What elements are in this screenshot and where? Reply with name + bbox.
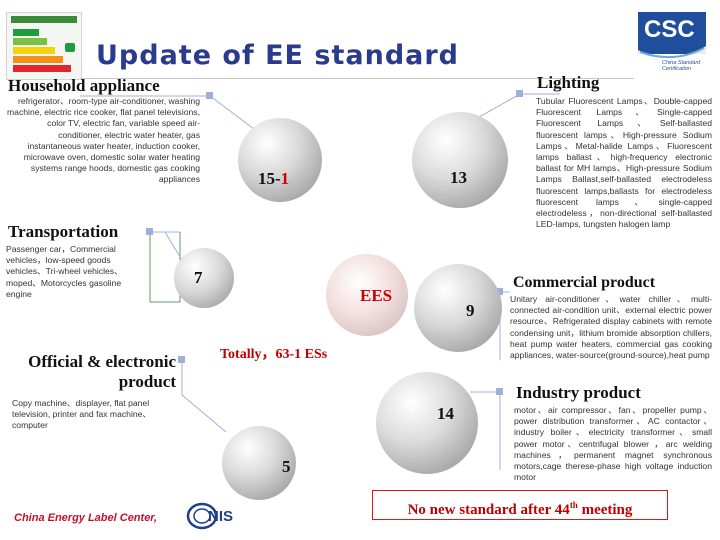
commercial-count: 9 bbox=[466, 301, 475, 320]
marker-square bbox=[178, 356, 185, 363]
marker-square bbox=[206, 92, 213, 99]
notice-box: No new standard after 44th meeting bbox=[372, 490, 668, 520]
industry-circle bbox=[376, 372, 478, 474]
commercial-heading: Commercial product bbox=[513, 274, 656, 291]
industry-heading: Industry product bbox=[516, 383, 641, 402]
transportation-circle bbox=[174, 248, 234, 308]
csc-logo: CSC China Standard Certification bbox=[634, 6, 714, 82]
marker-square bbox=[516, 90, 523, 97]
household-circle bbox=[238, 118, 322, 202]
household-items: refrigerator、room-type air-conditioner, … bbox=[7, 96, 200, 185]
nis-logo: NIS bbox=[184, 500, 244, 532]
official-heading: Official & electronic product bbox=[28, 352, 176, 391]
ees-center-circle bbox=[326, 254, 408, 336]
marker-square bbox=[496, 388, 503, 395]
center-label: EES bbox=[360, 286, 393, 305]
marker-square bbox=[146, 228, 153, 235]
footer-org: China Energy Label Center, bbox=[14, 512, 158, 524]
lighting-heading: Lighting bbox=[537, 73, 600, 92]
transportation-heading: Transportation bbox=[8, 222, 119, 241]
official-circle bbox=[222, 426, 296, 500]
official-items: Copy machine、displayer, flat panel telev… bbox=[12, 398, 152, 431]
transportation-count: 7 bbox=[194, 268, 203, 287]
transportation-items: Passenger car，Commercial vehicles，low-sp… bbox=[6, 244, 123, 299]
nis-logo-text: NIS bbox=[208, 508, 234, 525]
lighting-items: Tubular Fluorescent Lamps、Double-capped … bbox=[536, 96, 712, 230]
industry-count: 14 bbox=[437, 404, 454, 423]
logo-subtext: China Standard Certification bbox=[662, 60, 701, 72]
household-heading: Household appliance bbox=[8, 76, 160, 95]
household-count: 15-1 bbox=[258, 169, 290, 188]
lighting-circle bbox=[412, 112, 508, 208]
title-divider bbox=[80, 78, 640, 79]
marker-square bbox=[496, 288, 503, 295]
industry-items: motor、air compressor、fan、propeller pump、… bbox=[514, 405, 712, 483]
commercial-circle bbox=[414, 264, 502, 352]
page-title: Update of EE standard bbox=[96, 40, 460, 71]
commercial-items: Unitary air-conditioner、water chiller、mu… bbox=[510, 294, 712, 361]
logo-text: CSC bbox=[644, 16, 695, 43]
lighting-count: 13 bbox=[450, 168, 467, 187]
total-label: Totally，63-1 ESs bbox=[220, 347, 328, 362]
energy-label-icon bbox=[6, 12, 82, 80]
official-count: 5 bbox=[282, 457, 291, 476]
